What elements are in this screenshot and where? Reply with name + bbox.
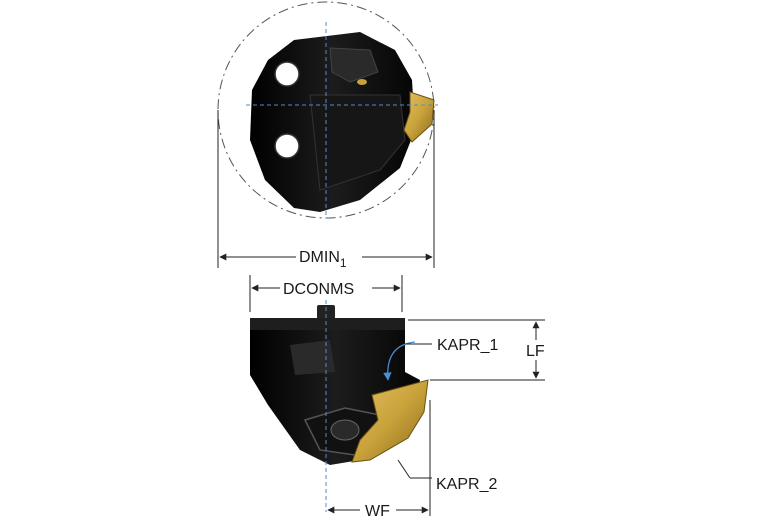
top-face-detail: [329, 47, 379, 83]
clamp-screw: [330, 419, 360, 441]
screw-hole-upper: [274, 61, 300, 87]
top-view: [217, 1, 438, 219]
lf-dimension: LF: [408, 319, 545, 381]
wf-label: WF: [365, 503, 390, 520]
kapr2-leader: [397, 459, 411, 479]
kapr1-angle-arc: [383, 341, 416, 381]
body-facet: [290, 340, 335, 375]
wf-dimension: WF: [327, 400, 431, 520]
lf-label: LF: [526, 343, 545, 360]
kapr2-annotation: KAPR_2: [397, 459, 497, 493]
dconms-dimension: DCONMS: [249, 275, 403, 312]
coolant-stud: [317, 305, 335, 319]
dconms-label: DCONMS: [283, 281, 354, 298]
side-facet: [309, 94, 406, 191]
dmin-dimension: DMIN1: [217, 110, 435, 270]
screw-hole-lower: [274, 133, 300, 159]
body-ridge: [250, 318, 405, 330]
coolant-spot: [357, 79, 367, 85]
side-view: [250, 300, 429, 512]
insert-side-view: [351, 379, 429, 463]
insert-top-view: [403, 91, 435, 143]
dmin-label: DMIN1: [299, 249, 347, 270]
kapr2-label: KAPR_2: [436, 476, 497, 493]
kapr1-label: KAPR_1: [437, 337, 498, 354]
